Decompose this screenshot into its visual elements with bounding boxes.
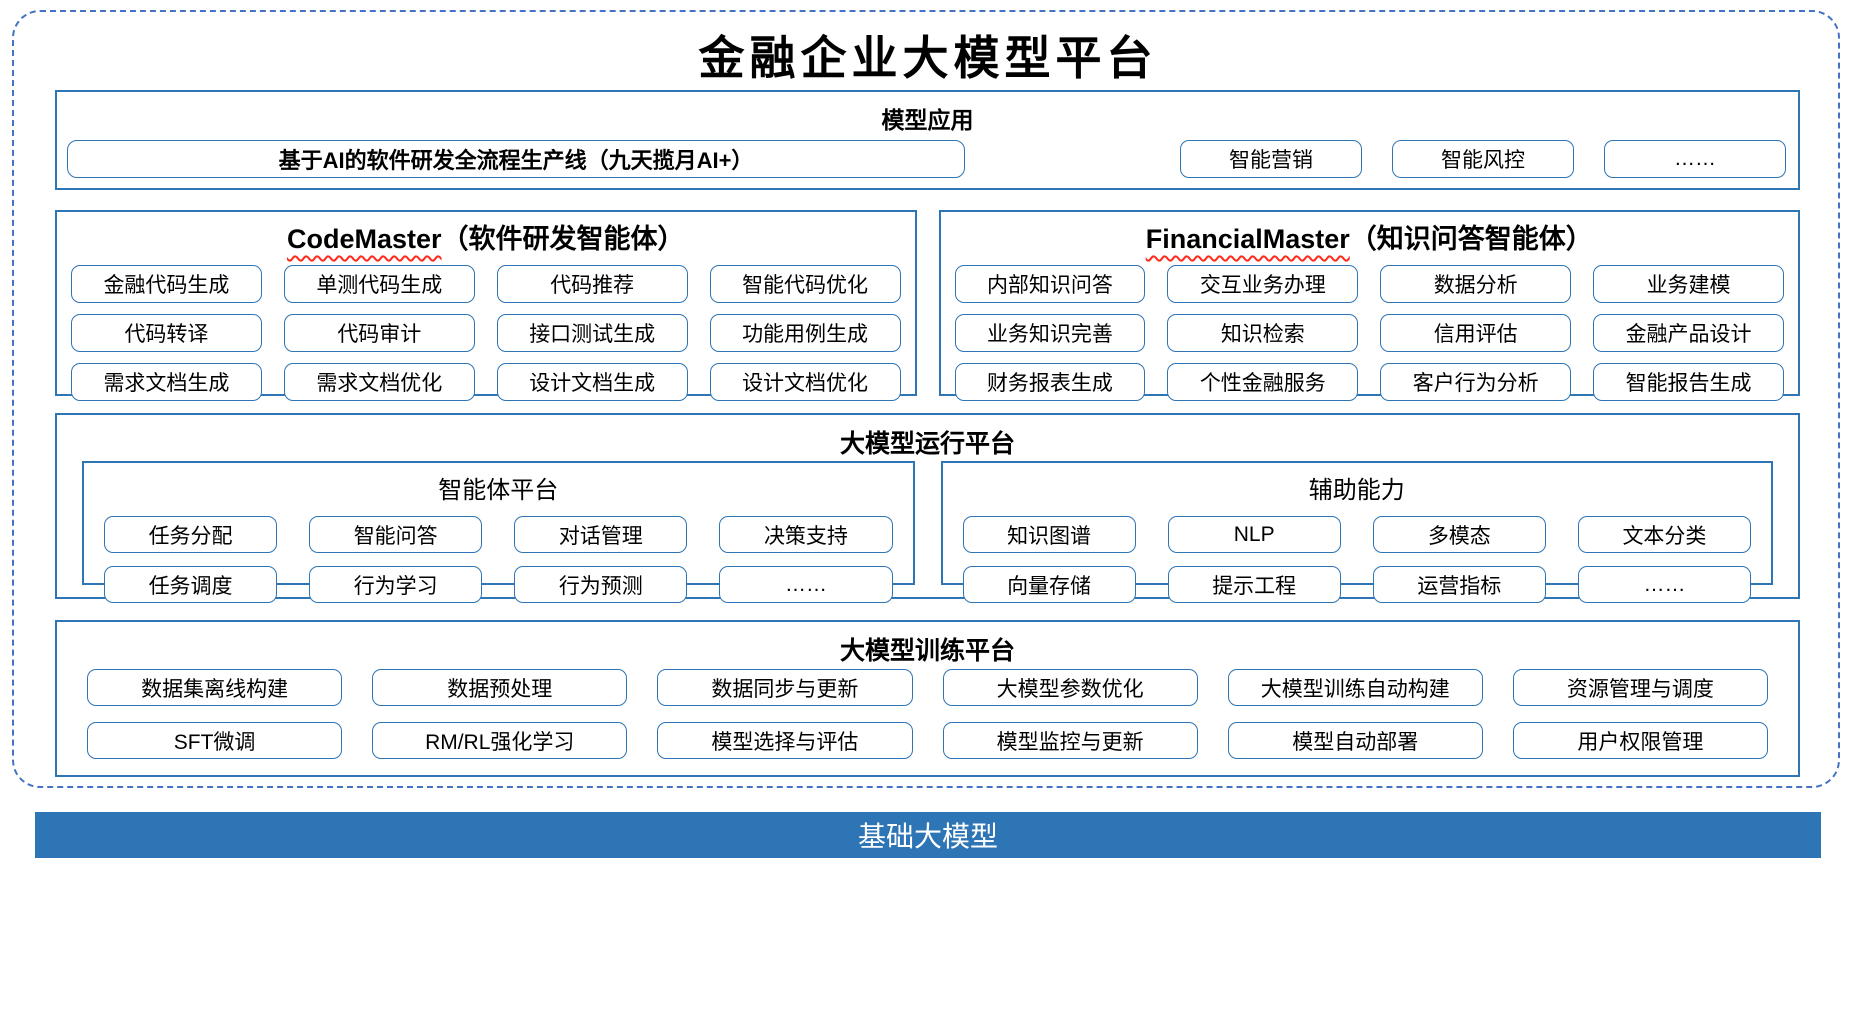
- financialmaster-grid: 内部知识问答 交互业务办理 数据分析 业务建模 业务知识完善 知识检索 信用评估…: [954, 265, 1784, 401]
- financialmaster-item: 信用评估: [1380, 314, 1572, 352]
- agent-platform-item: 决策支持: [719, 516, 893, 553]
- train-platform-item: 用户权限管理: [1512, 722, 1768, 759]
- agent-platform-item: 任务分配: [104, 516, 278, 553]
- aux-ability-item: ……: [1577, 566, 1751, 603]
- agent-platform-item: 行为预测: [514, 566, 688, 603]
- agent-platform-grid: 任务分配 智能问答 对话管理 决策支持 任务调度 行为学习 行为预测 ……: [104, 516, 893, 603]
- section-model-applications: 模型应用 基于AI的软件研发全流程生产线（九天揽月AI+） 智能营销 智能风控 …: [55, 90, 1800, 190]
- financialmaster-item: 内部知识问答: [954, 265, 1146, 303]
- section-run-platform: 大模型运行平台 智能体平台 任务分配 智能问答 对话管理 决策支持 任务调度 行…: [55, 413, 1800, 603]
- run-platform-row: 智能体平台 任务分配 智能问答 对话管理 决策支持 任务调度 行为学习 行为预测…: [82, 461, 1773, 603]
- codemaster-item: 需求文档优化: [283, 363, 475, 401]
- financialmaster-title-en: FinancialMaster: [1145, 224, 1350, 254]
- financialmaster-box: FinancialMaster（知识问答智能体） 内部知识问答 交互业务办理 数…: [938, 210, 1800, 401]
- aux-ability-item: NLP: [1167, 516, 1341, 553]
- agent-platform-header: 智能体平台: [438, 477, 559, 504]
- base-model-bar: 基础大模型: [35, 812, 1821, 858]
- codemaster-header: CodeMaster（软件研发智能体）: [71, 217, 901, 256]
- financialmaster-item: 知识检索: [1167, 314, 1359, 352]
- model-applications-row: 基于AI的软件研发全流程生产线（九天揽月AI+） 智能营销 智能风控 ……: [67, 140, 1786, 180]
- aux-ability-item: 向量存储: [962, 566, 1136, 603]
- train-platform-item: 大模型参数优化: [942, 669, 1198, 706]
- run-platform-header: 大模型运行平台: [839, 430, 1015, 458]
- agent-platform-box: 智能体平台 任务分配 智能问答 对话管理 决策支持 任务调度 行为学习 行为预测…: [82, 461, 915, 603]
- train-platform-item: 数据同步与更新: [657, 669, 913, 706]
- agent-platform-item: ……: [719, 566, 893, 603]
- financialmaster-item: 数据分析: [1380, 265, 1572, 303]
- codemaster-title-zh: （软件研发智能体）: [441, 224, 685, 254]
- train-platform-grid: 数据集离线构建 数据预处理 数据同步与更新 大模型参数优化 大模型训练自动构建 …: [87, 669, 1768, 759]
- financialmaster-item: 个性金融服务: [1167, 363, 1359, 401]
- financialmaster-header: FinancialMaster（知识问答智能体）: [955, 217, 1785, 256]
- aux-ability-box: 辅助能力 知识图谱 NLP 多模态 文本分类 向量存储 提示工程 运营指标 ……: [940, 461, 1773, 603]
- agent-platform-item: 行为学习: [309, 566, 483, 603]
- codemaster-title-en: CodeMaster: [286, 224, 442, 254]
- base-model-label: 基础大模型: [857, 821, 998, 852]
- codemaster-grid: 金融代码生成 单测代码生成 代码推荐 智能代码优化 代码转译 代码审计 接口测试…: [71, 265, 901, 401]
- codemaster-item: 设计文档生成: [496, 363, 688, 401]
- train-platform-item: 资源管理与调度: [1512, 669, 1768, 706]
- financialmaster-item: 金融产品设计: [1593, 314, 1784, 352]
- codemaster-item: 单测代码生成: [283, 265, 475, 303]
- model-app-item: ……: [1604, 140, 1786, 178]
- train-platform-item: 大模型训练自动构建: [1227, 669, 1483, 706]
- codemaster-item: 金融代码生成: [71, 265, 262, 303]
- train-platform-item: SFT微调: [87, 722, 343, 759]
- aux-ability-item: 多模态: [1372, 516, 1546, 553]
- aux-ability-item: 文本分类: [1577, 516, 1751, 553]
- financialmaster-item: 业务知识完善: [954, 314, 1146, 352]
- model-applications-header: 模型应用: [881, 107, 974, 133]
- train-platform-item: 模型监控与更新: [942, 722, 1198, 759]
- model-app-item: 智能营销: [1180, 140, 1362, 178]
- aux-ability-item: 运营指标: [1372, 566, 1546, 603]
- section-train-platform: 大模型训练平台 数据集离线构建 数据预处理 数据同步与更新 大模型参数优化 大模…: [55, 620, 1800, 777]
- agents-row: CodeMaster（软件研发智能体） 金融代码生成 单测代码生成 代码推荐 智…: [55, 210, 1800, 401]
- train-platform-item: 模型选择与评估: [657, 722, 913, 759]
- model-app-item: 智能风控: [1392, 140, 1574, 178]
- financialmaster-title-zh: （知识问答智能体）: [1349, 224, 1593, 254]
- diagram-title: 金融企业大模型平台: [698, 31, 1158, 85]
- financialmaster-item: 业务建模: [1593, 265, 1784, 303]
- train-platform-item: 模型自动部署: [1227, 722, 1483, 759]
- financialmaster-item: 客户行为分析: [1380, 363, 1572, 401]
- spacer: [965, 140, 1150, 180]
- train-platform-item: 数据集离线构建: [87, 669, 343, 706]
- financialmaster-item: 智能报告生成: [1593, 363, 1784, 401]
- financialmaster-item: 财务报表生成: [954, 363, 1146, 401]
- train-platform-item: RM/RL强化学习: [372, 722, 628, 759]
- aux-ability-item: 提示工程: [1167, 566, 1341, 603]
- train-platform-header: 大模型训练平台: [839, 637, 1015, 665]
- aux-ability-grid: 知识图谱 NLP 多模态 文本分类 向量存储 提示工程 运营指标 ……: [962, 516, 1751, 603]
- train-platform-item: 数据预处理: [372, 669, 628, 706]
- codemaster-item: 代码转译: [71, 314, 262, 352]
- financialmaster-item: 交互业务办理: [1167, 265, 1359, 303]
- codemaster-item: 功能用例生成: [709, 314, 901, 352]
- aux-ability-item: 知识图谱: [962, 516, 1136, 553]
- codemaster-item: 代码审计: [283, 314, 475, 352]
- agent-platform-item: 智能问答: [309, 516, 483, 553]
- aux-ability-header: 辅助能力: [1308, 477, 1405, 504]
- outer-dashed-border: [12, 10, 1840, 788]
- agent-platform-item: 任务调度: [104, 566, 278, 603]
- pipeline-item: 基于AI的软件研发全流程生产线（九天揽月AI+）: [67, 140, 965, 178]
- codemaster-item: 需求文档生成: [71, 363, 262, 401]
- codemaster-item: 智能代码优化: [709, 265, 901, 303]
- codemaster-item: 设计文档优化: [709, 363, 901, 401]
- codemaster-box: CodeMaster（软件研发智能体） 金融代码生成 单测代码生成 代码推荐 智…: [55, 210, 917, 401]
- codemaster-item: 接口测试生成: [496, 314, 688, 352]
- codemaster-item: 代码推荐: [496, 265, 688, 303]
- agent-platform-item: 对话管理: [514, 516, 688, 553]
